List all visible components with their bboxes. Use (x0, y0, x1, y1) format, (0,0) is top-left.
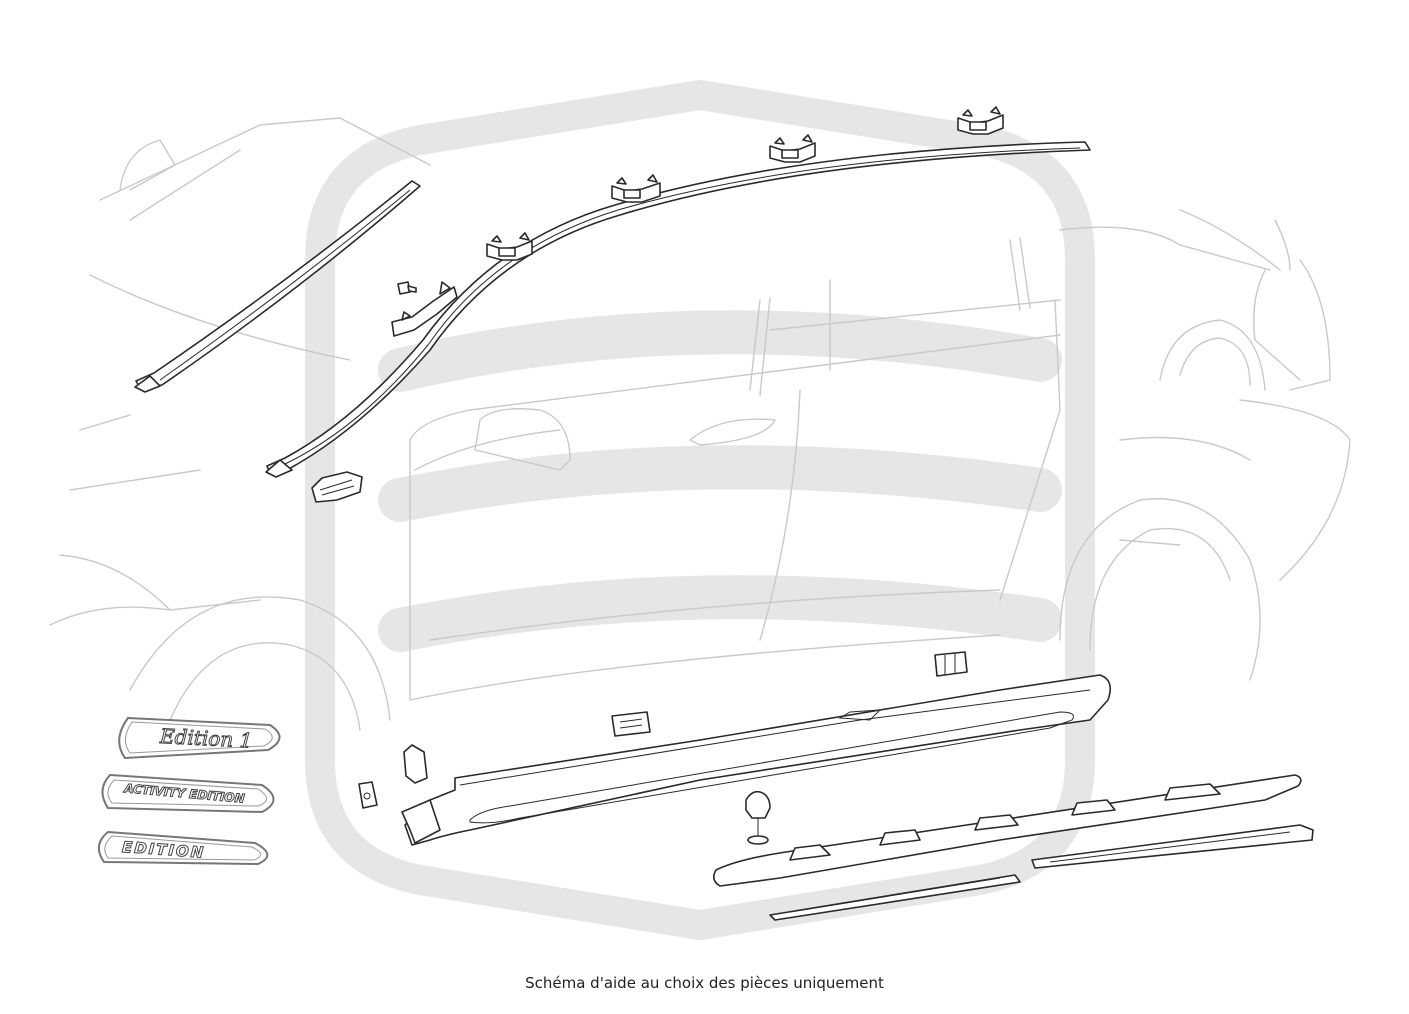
edition-badge: EDITION (97, 830, 269, 866)
lower-sill-cover (712, 774, 1302, 887)
edition-1-badge: Edition 1 (118, 716, 281, 760)
parts-diagram: Edition 1 ACTIVITY EDITION EDITION (49, 79, 1351, 941)
sill-fasteners (358, 651, 968, 845)
car-outline (49, 117, 1351, 731)
roof-rail-trim (265, 141, 1091, 478)
retaining-strips (769, 824, 1314, 921)
a-pillar-trim (134, 180, 421, 393)
roof-rail-clips (311, 106, 1004, 503)
side-sill (401, 674, 1111, 846)
badge-edition-1-text: Edition 1 (159, 724, 253, 753)
activity-edition-badge: ACTIVITY EDITION (101, 773, 275, 814)
diagram-caption: Schéma d'aide au choix des pièces unique… (525, 974, 884, 992)
